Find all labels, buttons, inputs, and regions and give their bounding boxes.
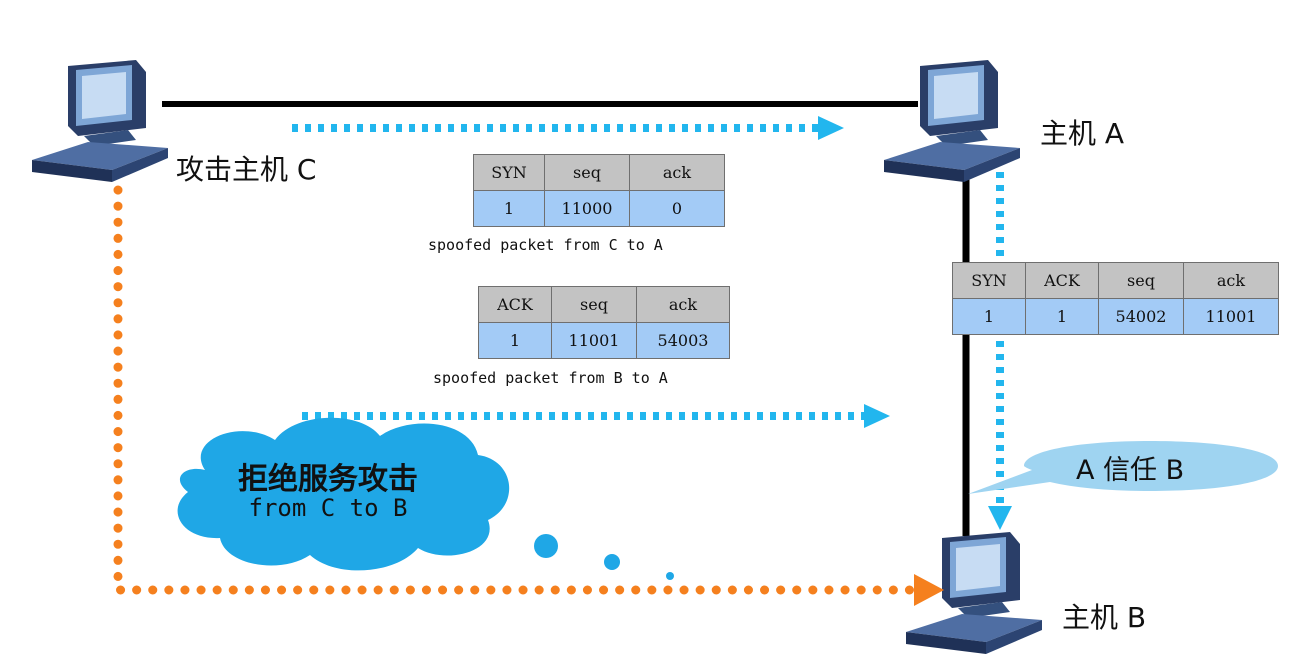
dos-cloud-title: 拒绝服务攻击 (238, 462, 418, 497)
syn-packet-caption: spoofed packet from C to A (428, 236, 663, 254)
syn-header-cell: seq (544, 154, 630, 191)
ack-value-cell: 54003 (636, 322, 730, 359)
ack-value-row: 1 11001 54003 (478, 322, 730, 359)
syn-ack-header-cell: ack (1183, 262, 1279, 299)
syn-ack-header-row: SYN ACK seq ack (952, 262, 1279, 299)
thought-bubble-small (666, 572, 674, 580)
syn-ack-packet-table: SYN ACK seq ack 1 1 54002 11001 (952, 262, 1279, 335)
syn-value-cell: 0 (629, 190, 725, 227)
trust-bubble-shape (968, 441, 1278, 494)
dos-cloud-subtitle: from C to B (248, 494, 408, 522)
ack-header-cell: ack (636, 286, 730, 323)
syn-ack-value-cell: 54002 (1098, 298, 1184, 335)
syn-value-row: 1 11000 0 (473, 190, 725, 227)
syn-ack-value-cell: 1 (952, 298, 1026, 335)
syn-ack-header-cell: ACK (1025, 262, 1099, 299)
ack-header-cell: seq (551, 286, 637, 323)
arrowhead-b-a (864, 404, 890, 428)
host-b-label: 主机 B (1062, 601, 1147, 634)
thought-bubble-large (534, 534, 558, 558)
arrowhead-a-b (988, 506, 1012, 530)
syn-header-cell: SYN (473, 154, 545, 191)
syn-header-row: SYN seq ack (473, 154, 725, 191)
ack-value-cell: 1 (478, 322, 552, 359)
syn-ack-value-cell: 11001 (1183, 298, 1279, 335)
computer-c-icon (32, 60, 168, 182)
ack-packet-table: ACK seq ack 1 11001 54003 (478, 286, 730, 359)
ack-value-cell: 11001 (551, 322, 637, 359)
arrowhead-c-b (914, 574, 944, 606)
syn-header-cell: ack (629, 154, 725, 191)
trust-label: A 信任 B (1076, 455, 1185, 486)
dos-cloud-shape (177, 417, 510, 571)
ack-header-row: ACK seq ack (478, 286, 730, 323)
syn-value-cell: 11000 (544, 190, 630, 227)
computer-a-icon (884, 60, 1020, 182)
syn-ack-header-cell: SYN (952, 262, 1026, 299)
syn-ack-value-cell: 1 (1025, 298, 1099, 335)
ack-packet-caption: spoofed packet from B to A (433, 369, 668, 387)
syn-value-cell: 1 (473, 190, 545, 227)
dos-arrow-c-b (113, 185, 917, 595)
syn-ack-value-row: 1 1 54002 11001 (952, 298, 1279, 335)
attacker-label: 攻击主机 C (176, 153, 317, 186)
arrowhead-c-a (818, 116, 844, 140)
host-a-label: 主机 A (1040, 117, 1125, 150)
thought-bubble-medium (604, 554, 620, 570)
ack-header-cell: ACK (478, 286, 552, 323)
syn-packet-table: SYN seq ack 1 11000 0 (473, 154, 725, 227)
syn-ack-header-cell: seq (1098, 262, 1184, 299)
